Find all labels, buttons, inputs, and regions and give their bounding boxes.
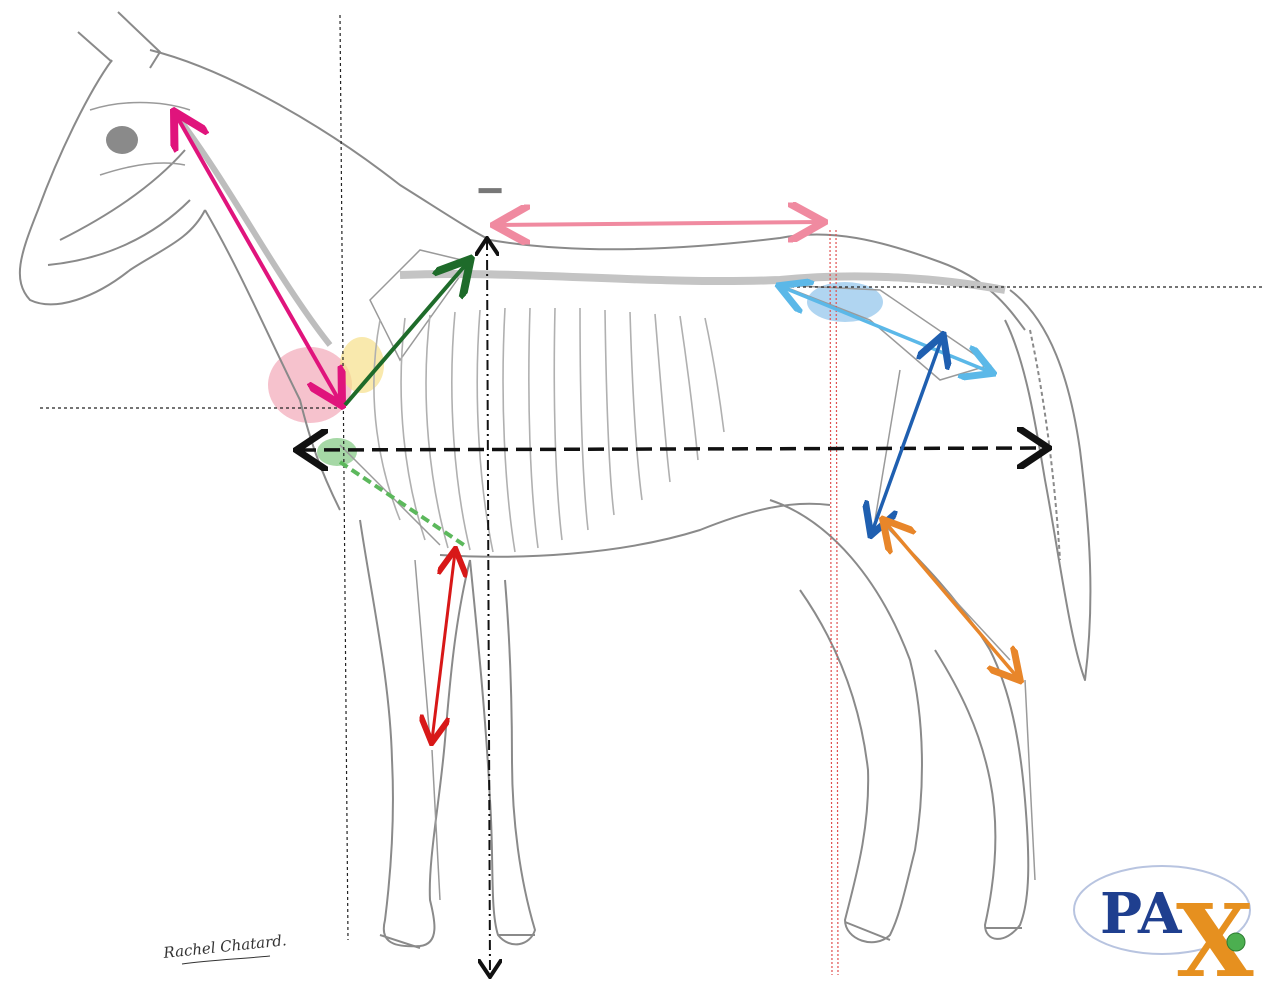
horse-outline bbox=[20, 12, 1091, 948]
horse-tail bbox=[1005, 290, 1090, 680]
reference-lines bbox=[40, 15, 1262, 975]
back-length-arrow bbox=[498, 222, 820, 225]
measurement-arrows bbox=[176, 115, 1045, 740]
scapula bbox=[370, 250, 470, 360]
neck-length-arrow bbox=[176, 115, 340, 402]
spine bbox=[400, 274, 1005, 290]
thigh-length-arrow bbox=[872, 338, 942, 532]
logo-dot bbox=[1227, 933, 1245, 951]
hind-leg-near bbox=[880, 520, 1028, 939]
body-length-arrow bbox=[300, 448, 1045, 450]
highlight-areas bbox=[268, 282, 883, 466]
shoulder-length-arrow bbox=[345, 262, 468, 405]
hind-cannon bbox=[1025, 680, 1035, 880]
vertical-guide-hip-2 bbox=[836, 230, 838, 975]
horse-belly bbox=[440, 504, 830, 557]
signature-text: Rachel Chatard. bbox=[162, 931, 288, 962]
skeleton bbox=[90, 103, 1035, 901]
horse-jaw bbox=[48, 150, 190, 265]
croup-length-arrow bbox=[782, 287, 990, 372]
femur bbox=[875, 370, 900, 520]
forearm-length-arrow bbox=[432, 552, 455, 740]
horse-head bbox=[20, 60, 205, 304]
elbow-highlight-green bbox=[317, 438, 357, 466]
pax-logo: P A X bbox=[1070, 858, 1260, 986]
hind-leg-far bbox=[770, 500, 922, 942]
skull-lines bbox=[90, 103, 190, 176]
horse-ears bbox=[78, 12, 160, 68]
vertical-guide-left bbox=[340, 15, 348, 940]
hooves bbox=[380, 922, 1022, 948]
radius bbox=[415, 560, 430, 740]
cervical-vertebrae bbox=[180, 120, 330, 345]
arm-length-dashed bbox=[340, 462, 464, 545]
logo-letter-p: P bbox=[1100, 881, 1142, 947]
front-cannon bbox=[432, 750, 440, 900]
front-leg-near bbox=[360, 520, 470, 946]
eye-socket bbox=[106, 126, 138, 154]
horse-topline bbox=[150, 50, 1025, 330]
front-leg-far bbox=[470, 560, 535, 944]
artist-signature: Rachel Chatard. bbox=[160, 928, 300, 973]
ribs bbox=[374, 308, 724, 552]
gaskin-length-arrow bbox=[885, 522, 1018, 678]
minus-marker: − bbox=[477, 164, 504, 216]
vertical-dashdot-withers bbox=[487, 240, 490, 975]
horse-tail-inner bbox=[1030, 330, 1060, 560]
logo-letter-x: X bbox=[1176, 882, 1254, 986]
vertical-guide-hip-1 bbox=[830, 230, 832, 975]
